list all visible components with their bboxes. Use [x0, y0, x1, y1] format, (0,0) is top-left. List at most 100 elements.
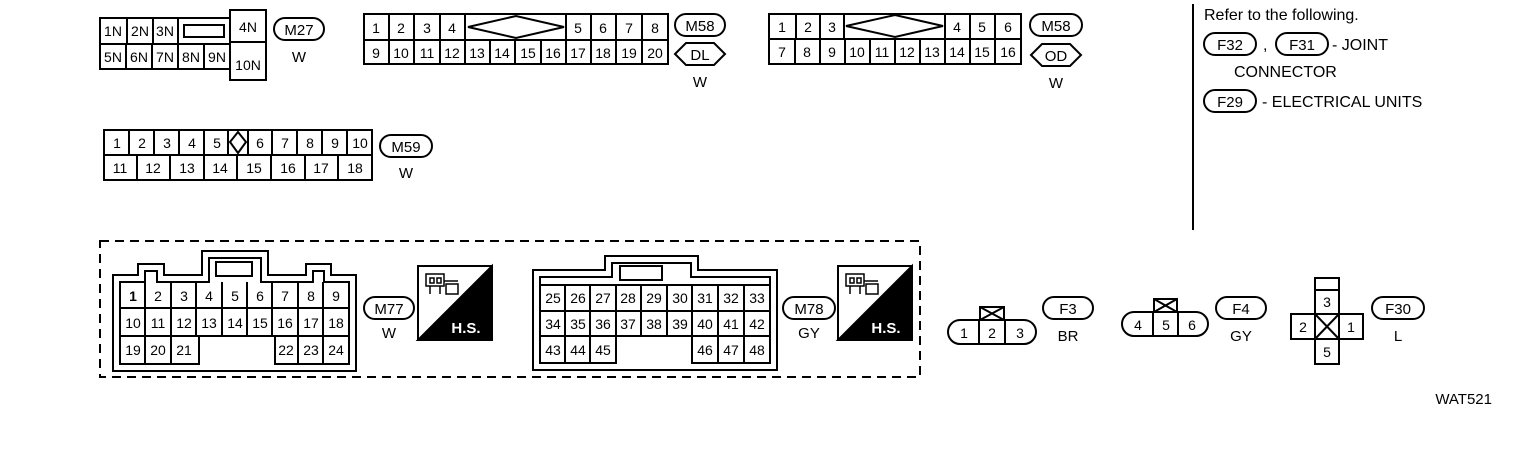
- m58-dl-pin: 19: [621, 45, 637, 61]
- m58-dl-pin: 3: [423, 20, 431, 36]
- m58-od-variant-hex: [1029, 43, 1083, 67]
- m77-pin: 10: [125, 315, 141, 331]
- m27-pin: 4N: [239, 19, 257, 35]
- m58-od-pin: 12: [899, 44, 915, 60]
- f29-tag-label: F29: [1217, 94, 1243, 111]
- m59-pin: 17: [313, 160, 329, 176]
- terminal-icon: [845, 273, 879, 295]
- m58-od-variant: OD: [1045, 48, 1068, 65]
- f30-pin: 3: [1323, 294, 1331, 310]
- m58-od-pin: 8: [803, 44, 811, 60]
- connector-f4: 4 5 6 F4 GY: [1121, 296, 1267, 345]
- m77-pin: 15: [252, 315, 268, 331]
- m77-pin: 23: [303, 342, 319, 358]
- m27-pin: 3N: [156, 23, 174, 39]
- m78-pin: 44: [570, 342, 586, 358]
- m78-pin: 45: [595, 342, 611, 358]
- m58-dl-label: M58: [685, 18, 714, 35]
- f3-label: F3: [1059, 301, 1077, 318]
- m78-pin: 29: [646, 290, 662, 306]
- m59-pin: 13: [179, 160, 195, 176]
- m27-pin: 1N: [104, 23, 122, 39]
- f4-color: GY: [1230, 328, 1252, 345]
- m78-pin: 38: [646, 316, 662, 332]
- m58-dl-variant-hex: [673, 42, 727, 66]
- f3-color: BR: [1058, 328, 1079, 345]
- m58-dl-pin: 5: [574, 20, 582, 36]
- m58-dl-pin: 6: [599, 20, 607, 36]
- f32-tag: [1203, 32, 1257, 56]
- m78-pin: 25: [545, 290, 561, 306]
- m77-tag: [363, 296, 415, 320]
- m27-pin: 7N: [156, 49, 174, 65]
- m77-pin: 1: [129, 288, 137, 304]
- m77-pin: 17: [303, 315, 319, 331]
- m58-od-pin: 14: [949, 44, 965, 60]
- m59-pin: 10: [352, 135, 368, 151]
- connector-m58-dl: 1 2 3 4 5 6 7 8 9 10 11 12 13 14 15 16 1…: [363, 13, 727, 91]
- f3-lock: [979, 306, 1005, 321]
- m78-pin-area: [539, 262, 771, 364]
- m77-hs-label: H.S.: [451, 320, 480, 337]
- m58-dl-pin: 11: [420, 45, 435, 61]
- f3-pin: 2: [988, 325, 996, 341]
- m58-dl-pin: 8: [651, 20, 659, 36]
- m58-dl-pin: 12: [444, 45, 460, 61]
- m27-latch: [183, 24, 225, 38]
- connector-m78: 25 26 27 28 29 30 31 32 33 34 35 36 37 3…: [532, 255, 913, 371]
- m58-dl-pin: 2: [397, 20, 405, 36]
- m78-housing: [532, 255, 778, 371]
- m59-pin: 6: [256, 135, 264, 151]
- f30-tag: [1371, 296, 1425, 320]
- f31-tag-label: F31: [1289, 37, 1315, 54]
- m78-color: GY: [798, 325, 820, 342]
- m58-od-pin: 16: [1000, 44, 1016, 60]
- m58-dl-pin: 20: [647, 45, 663, 61]
- m58-od-pin: 10: [849, 44, 865, 60]
- f30-pin: 1: [1347, 319, 1355, 335]
- connector-m59: 1 2 3 4 5 6 7 8 9 10 11 12 13 14 15 16 1…: [103, 129, 433, 182]
- m77-housing: [112, 250, 357, 372]
- m77-latch: [215, 261, 253, 277]
- m78-pin: 36: [595, 316, 611, 332]
- m77-pin: 2: [154, 288, 162, 304]
- connector-text: CONNECTOR: [1234, 64, 1337, 81]
- m78-pin: 28: [620, 290, 636, 306]
- m59-tag: [379, 134, 433, 158]
- m58-dl-pin: 14: [494, 45, 510, 61]
- m59-pin: 11: [113, 160, 128, 176]
- m78-tag: [782, 296, 836, 320]
- m78-pin: 26: [570, 290, 586, 306]
- m77-pin: 3: [180, 288, 188, 304]
- m78-pin: 41: [723, 316, 739, 332]
- m77-pin: 9: [332, 288, 340, 304]
- f30-pin: 5: [1323, 344, 1331, 360]
- m77-pin: 18: [328, 315, 344, 331]
- m27-side-block: [229, 9, 267, 81]
- m27-pin: 10N: [235, 57, 261, 73]
- m59-color: W: [399, 165, 414, 182]
- m59-pin: 14: [212, 160, 228, 176]
- m78-pin: 48: [749, 342, 765, 358]
- m58-dl-pin: 10: [393, 45, 409, 61]
- m27-pin: 8N: [182, 49, 200, 65]
- m77-pin: 6: [256, 288, 264, 304]
- connector-m77: 1 2 3 4 5 6 7 8 9 10 11 12 13 14 15 16 1…: [112, 250, 493, 372]
- reference-separator: ,: [1263, 37, 1267, 54]
- connector-m58-od: 1 2 3 4 5 6 7 8 9 10 11 12 13 14 15 16 M…: [768, 13, 1083, 92]
- f30-pin: 2: [1299, 319, 1307, 335]
- m58-dl-pin: 17: [570, 45, 586, 61]
- reference-note: Refer to the following. F32 , F31 - JOIN…: [1192, 4, 1422, 230]
- m58-dl-pin: 13: [469, 45, 485, 61]
- dashed-frame: [99, 240, 921, 378]
- connector-f3: 1 2 3 F3 BR: [947, 296, 1094, 345]
- m78-pin: 30: [672, 290, 688, 306]
- m59-pin: 16: [280, 160, 296, 176]
- m58-dl-pin: 18: [595, 45, 611, 61]
- f3-pin: 1: [960, 325, 968, 341]
- m78-pin: 33: [749, 290, 765, 306]
- terminal-icon: [425, 273, 459, 295]
- m78-label: M78: [794, 301, 823, 318]
- f4-pin: 5: [1162, 317, 1170, 333]
- m58-dl-color: W: [693, 74, 708, 91]
